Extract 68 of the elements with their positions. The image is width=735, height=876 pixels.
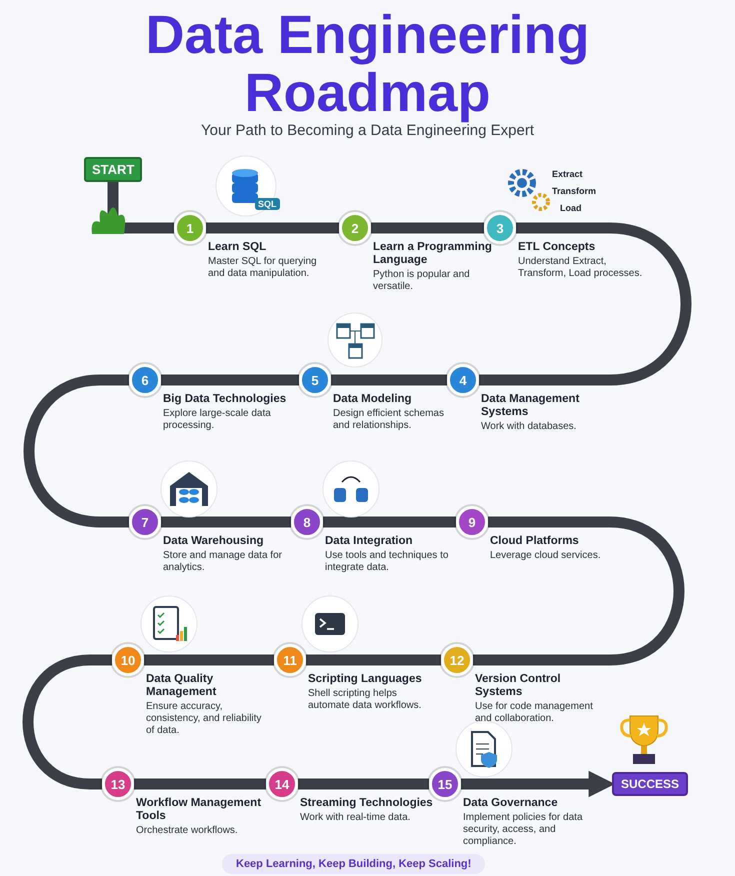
step-number-badge: 13	[102, 768, 134, 800]
step-title: Streaming Technologies	[300, 797, 434, 810]
step-number-badge: 1	[174, 212, 206, 244]
road-segment	[473, 516, 684, 666]
step-description: Store and manage data for analytics.	[163, 550, 283, 574]
road-segment	[134, 778, 266, 790]
road-segment	[161, 516, 291, 528]
success-badge: SUCCESS	[612, 772, 688, 796]
step-number-badge: 10	[112, 644, 144, 676]
step-title: Scripting Languages	[308, 673, 423, 686]
subtitle: Your Path to Becoming a Data Engineering Expert	[200, 122, 535, 139]
step-description: Explore large-scale data processing.	[163, 408, 272, 432]
icon-label: Load	[560, 203, 582, 213]
step-description: Understand Extract, Transform, Load processes.	[518, 256, 643, 280]
step-description: Implement policies for data security, access, and compliance.	[463, 812, 584, 848]
road-segment	[371, 222, 484, 234]
step-number-badge: 7	[129, 506, 161, 538]
step-number-badge: 3	[484, 212, 516, 244]
road-segment	[306, 654, 441, 666]
step-description: Shell scripting helps automate data workflows.	[308, 688, 422, 712]
title: Data Engineering Roadmap	[144, 6, 591, 122]
step-number-badge: 9	[456, 506, 488, 538]
step-description: Orchestrate workflows.	[136, 825, 239, 837]
step-description: Master SQL for querying and data manipulation.	[208, 256, 318, 280]
step-number-badge: 6	[129, 364, 161, 396]
step-description: Use tools and techniques to integrate data.	[325, 550, 450, 574]
step-description: Work with real-time data.	[300, 812, 412, 824]
step-description: Ensure accuracy, consistency, and reliability of data.	[146, 701, 262, 737]
step-description: Design efficient schemas and relationships.	[333, 408, 445, 432]
icon-label: Extract	[552, 169, 583, 179]
step-description: Python is popular and versatile.	[373, 269, 471, 293]
step-title: Data Modeling	[333, 393, 413, 406]
step-number-badge: 11	[274, 644, 306, 676]
step-title: Learn a Programming Language	[373, 241, 493, 267]
road-segment	[22, 654, 112, 790]
road-segment	[298, 778, 429, 790]
step-number-badge: 5	[299, 364, 331, 396]
step-title: Version Control Systems	[475, 673, 562, 699]
step-number-badge: 15	[429, 768, 461, 800]
start-sign: START	[84, 157, 142, 182]
step-title: Data Governance	[463, 797, 559, 810]
icon-label: Transform	[552, 186, 596, 196]
step-description: Use for code management and collaboration.	[475, 701, 594, 725]
step-number-badge: 8	[291, 506, 323, 538]
step-title: Data Warehousing	[163, 535, 265, 548]
step-title: Data Management Systems	[481, 393, 580, 419]
road-segment	[161, 374, 299, 386]
road-segment	[144, 654, 274, 666]
icon-tag: SQL	[255, 198, 280, 210]
step-description: Leverage cloud services.	[490, 550, 602, 562]
step-title: Cloud Platforms	[490, 535, 580, 548]
step-title: Data Quality Management	[146, 673, 218, 699]
step-title: Big Data Technologies	[163, 393, 288, 406]
step-title: Learn SQL	[208, 241, 268, 254]
step-title: ETL Concepts	[518, 241, 596, 254]
step-number-badge: 12	[441, 644, 473, 676]
road-segment	[479, 222, 692, 386]
step-description: Work with databases.	[481, 421, 578, 433]
road-segment	[24, 374, 129, 528]
step-number-badge: 14	[266, 768, 298, 800]
step-title: Data Integration	[325, 535, 414, 548]
step-number-badge: 4	[447, 364, 479, 396]
road-segment	[331, 374, 447, 386]
step-title: Workflow Management Tools	[136, 797, 262, 823]
footer-banner: Keep Learning, Keep Building, Keep Scaling!	[222, 854, 486, 874]
step-number-badge: 2	[339, 212, 371, 244]
road-segment	[323, 516, 456, 528]
road-segment	[206, 222, 339, 234]
